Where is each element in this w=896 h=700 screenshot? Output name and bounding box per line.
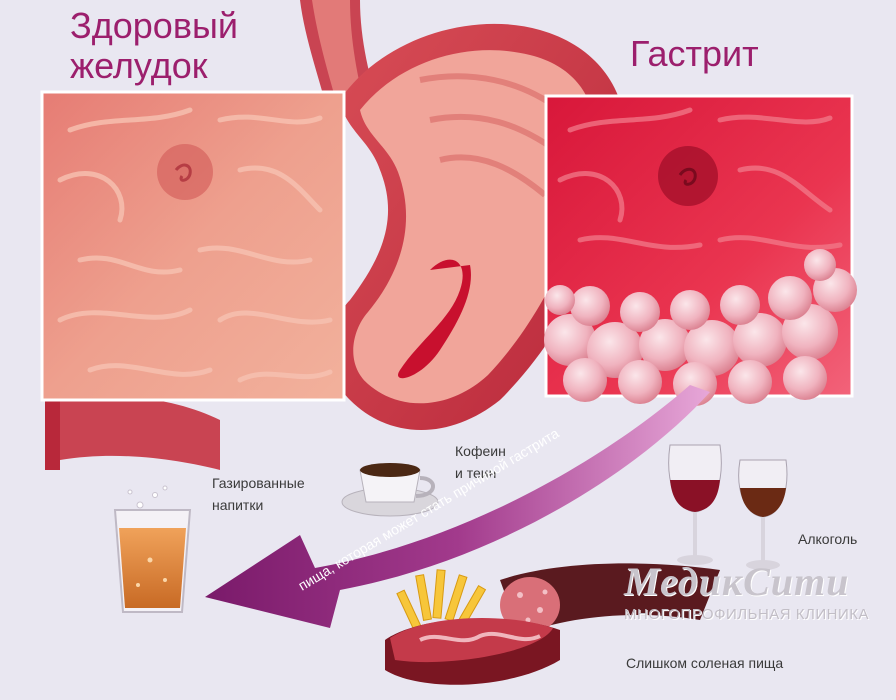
brand-subtitle: МНОГОПРОФИЛЬНАЯ КЛИНИКА — [624, 606, 869, 623]
brand-watermark: МедикСити МНОГОПРОФИЛЬНАЯ КЛИНИКА — [624, 560, 886, 626]
soda-label-line2: напитки — [212, 497, 264, 513]
caffeine-label-line1: Кофеин — [455, 443, 506, 459]
gastritis-mucosa-panel — [544, 94, 857, 406]
soda-glass-image — [113, 485, 192, 613]
healthy-mucosa-panel — [40, 90, 346, 402]
food-arrow — [205, 385, 710, 628]
coffee-cup-image — [341, 463, 439, 517]
soda-label-line1: Газированные — [212, 475, 305, 491]
gastritis-title: Гастрит — [630, 33, 759, 74]
wine-glasses-image — [668, 444, 788, 570]
healthy-stomach-title-line1: Здоровый — [70, 5, 238, 46]
inflamed-cells — [544, 249, 857, 406]
meat-slice — [385, 617, 560, 685]
caffeine-label-line2: и теин — [455, 465, 497, 481]
healthy-stomach-title-line2: желудок — [70, 45, 208, 86]
alcohol-label: Алкоголь — [798, 531, 858, 547]
brand-name: МедикСити — [624, 559, 850, 604]
salty-food-label: Слишком соленая пища — [626, 655, 784, 671]
sausage — [500, 563, 720, 635]
salty-food-image — [385, 563, 720, 685]
